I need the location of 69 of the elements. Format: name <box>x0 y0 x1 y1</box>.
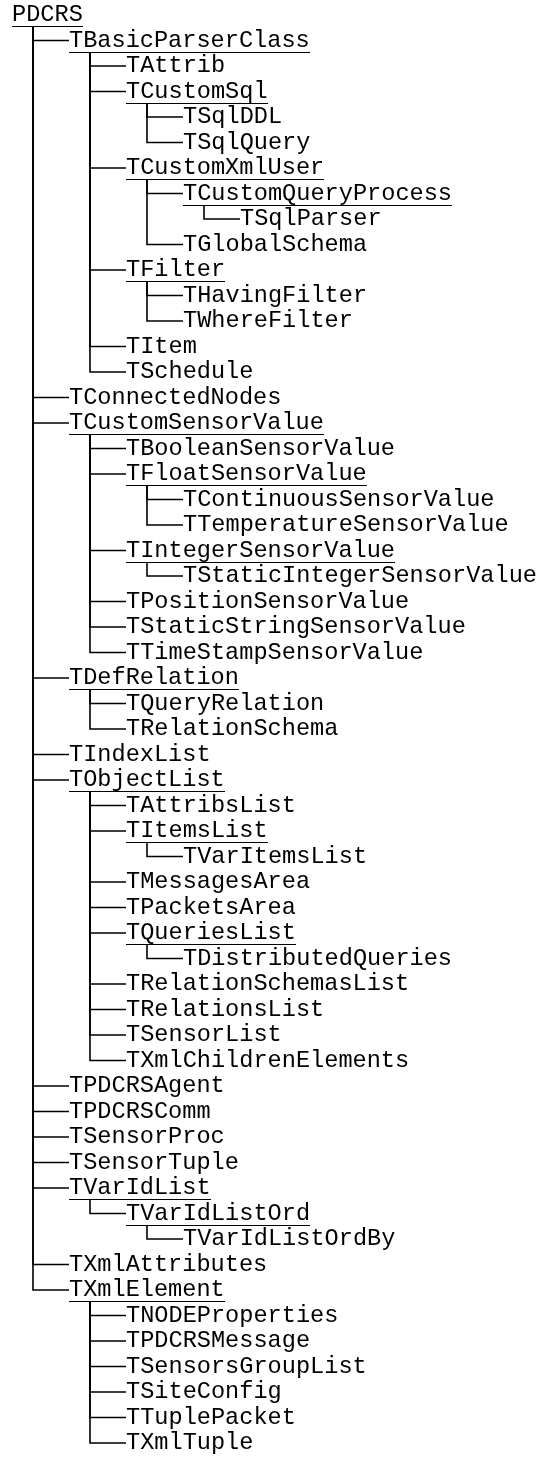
tree-connector <box>89 689 127 730</box>
class-name: TTemperatureSensorValue <box>183 513 509 537</box>
tree-connector <box>146 561 184 577</box>
tree-connector <box>146 485 184 526</box>
class-name: TTuplePacket <box>126 1405 296 1430</box>
class-name: TCustomSql <box>126 79 268 104</box>
class-name: TAttribsList <box>126 793 296 818</box>
class-name: TCustomSensorValue <box>69 411 324 435</box>
class-name: TPDCRSAgent <box>69 1074 225 1098</box>
tree-connector <box>203 204 241 220</box>
tree-connector <box>146 102 184 144</box>
class-name: TIntegerSensorValue <box>126 538 395 563</box>
class-name: TQueryRelation <box>126 691 325 716</box>
class-name: TItem <box>126 334 197 359</box>
class-name: TSensorList <box>126 1023 282 1047</box>
class-name: TNODEProperties <box>126 1303 339 1328</box>
class-name: TStaticIntegerSensorValue <box>183 564 537 588</box>
tree-connector <box>146 842 184 858</box>
class-name: TContinuousSensorValue <box>183 487 495 512</box>
tree-connector <box>89 1199 127 1215</box>
class-name: TVarItemsList <box>183 844 368 869</box>
class-name: TXmlTuple <box>126 1431 254 1455</box>
class-name: TSqlQuery <box>183 130 311 155</box>
class-name: TDefRelation <box>69 666 239 690</box>
tree-connector <box>146 281 184 322</box>
class-name: TSensorProc <box>69 1125 225 1149</box>
class-name: TVarIdListOrd <box>126 1201 311 1226</box>
class-name: TCustomQueryProcess <box>183 181 452 206</box>
class-name: TVarIdList <box>69 1176 211 1200</box>
class-name: TPositionSensorValue <box>126 589 410 614</box>
class-name: TConnectedNodes <box>69 385 282 410</box>
class-name: TPacketsArea <box>126 895 296 920</box>
class-name: TSqlParser <box>240 207 382 231</box>
class-name: TTimeStampSensorValue <box>126 640 424 665</box>
class-name: TCustomXmlUser <box>126 156 325 180</box>
class-name: TRelationsList <box>126 997 325 1022</box>
tree-connector <box>146 944 184 960</box>
class-name: TRelationSchemasList <box>126 972 410 996</box>
class-name: TIndexList <box>69 742 211 767</box>
class-name: TStaticStringSensorValue <box>126 615 466 639</box>
class-name: TXmlAttributes <box>69 1252 268 1277</box>
class-name: TObjectList <box>69 768 225 792</box>
class-name: TQueriesList <box>126 921 296 945</box>
class-name: TSqlDDL <box>183 105 283 129</box>
tree-connector <box>146 179 184 246</box>
class-name: TWhereFilter <box>183 309 353 333</box>
class-name: TPDCRSMessage <box>126 1329 311 1353</box>
class-name: TRelationSchema <box>126 717 339 741</box>
class-name: TXmlChildrenElements <box>126 1048 410 1073</box>
tree-connector <box>146 1224 184 1240</box>
class-name: TSiteConfig <box>126 1380 282 1404</box>
class-name: THavingFilter <box>183 283 368 308</box>
class-name: TFilter <box>126 258 226 282</box>
class-name: TGlobalSchema <box>183 232 368 257</box>
class-name: TDistributedQueries <box>183 946 452 971</box>
class-name: TAttrib <box>126 54 226 78</box>
class-name: TBasicParserClass <box>69 28 310 53</box>
class-name: TPDCRSComm <box>69 1099 211 1124</box>
class-name: TSensorTuple <box>69 1150 239 1175</box>
class-name: TMessagesArea <box>126 870 311 894</box>
class-name: TBooleanSensorValue <box>126 436 395 461</box>
class-name: TSchedule <box>126 360 254 384</box>
class-name: TXmlElement <box>69 1278 225 1302</box>
class-name: TVarIdListOrdBy <box>183 1227 396 1251</box>
class-name: TFloatSensorValue <box>126 462 367 486</box>
class-name: PDCRS <box>12 3 83 27</box>
class-name: TSensorsGroupList <box>126 1354 367 1379</box>
class-name: TItemsList <box>126 819 268 843</box>
tree-connector <box>89 1301 127 1444</box>
